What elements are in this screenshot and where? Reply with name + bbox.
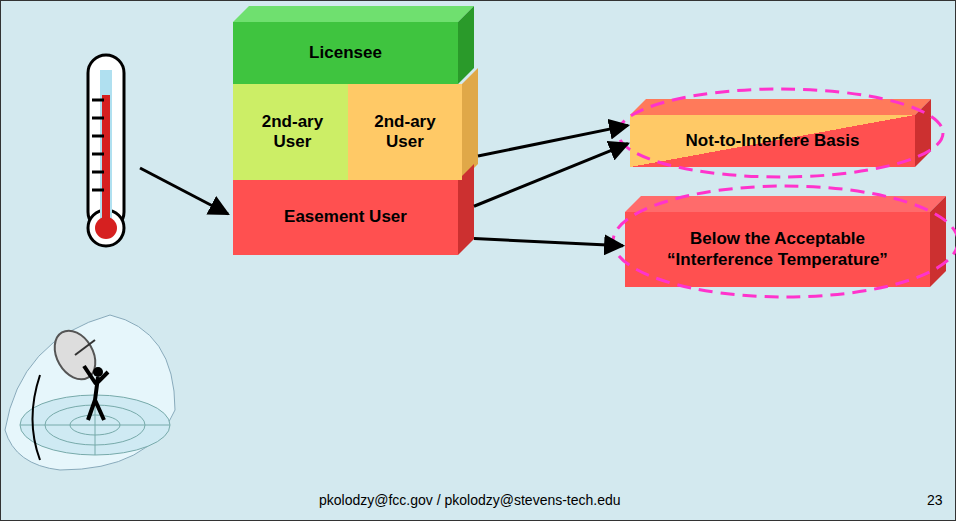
block-3d-faces — [233, 6, 946, 287]
flow-arrow — [474, 239, 623, 246]
thermometer-arrow — [140, 168, 228, 214]
highlight-ellipse — [613, 186, 956, 297]
block-label: 2nd-ary User — [241, 112, 344, 153]
rule-block: Not-to-Interfere Basis — [630, 115, 915, 167]
page-number: 23 — [927, 492, 943, 508]
spectrum-user-block: 2nd-ary User — [348, 84, 462, 180]
rule-block: Below the Acceptable “Interference Tempe… — [625, 212, 930, 287]
block-top-face — [233, 6, 474, 22]
block-label: Below the Acceptable “Interference Tempe… — [645, 229, 910, 270]
thermometer-icon — [88, 55, 124, 246]
block-top-face — [630, 99, 931, 115]
spectrum-user-block: Easement User — [233, 180, 458, 255]
spectrum-user-block: Licensee — [233, 22, 458, 84]
block-side-face — [462, 68, 478, 180]
highlight-ellipse — [618, 89, 943, 177]
footer-contact: pkolodzy@fcc.gov / pkolodzy@stevens-tech… — [319, 492, 621, 508]
block-side-face — [930, 196, 946, 287]
block-side-face — [458, 6, 474, 84]
satellite-dish-clipart — [5, 315, 175, 470]
flow-arrow — [474, 144, 628, 207]
block-label: Not-to-Interfere Basis — [686, 131, 860, 151]
block-label: 2nd-ary User — [356, 112, 454, 153]
block-label: Easement User — [284, 207, 407, 227]
spectrum-user-block: 2nd-ary User — [233, 84, 352, 180]
block-label: Licensee — [309, 43, 382, 63]
